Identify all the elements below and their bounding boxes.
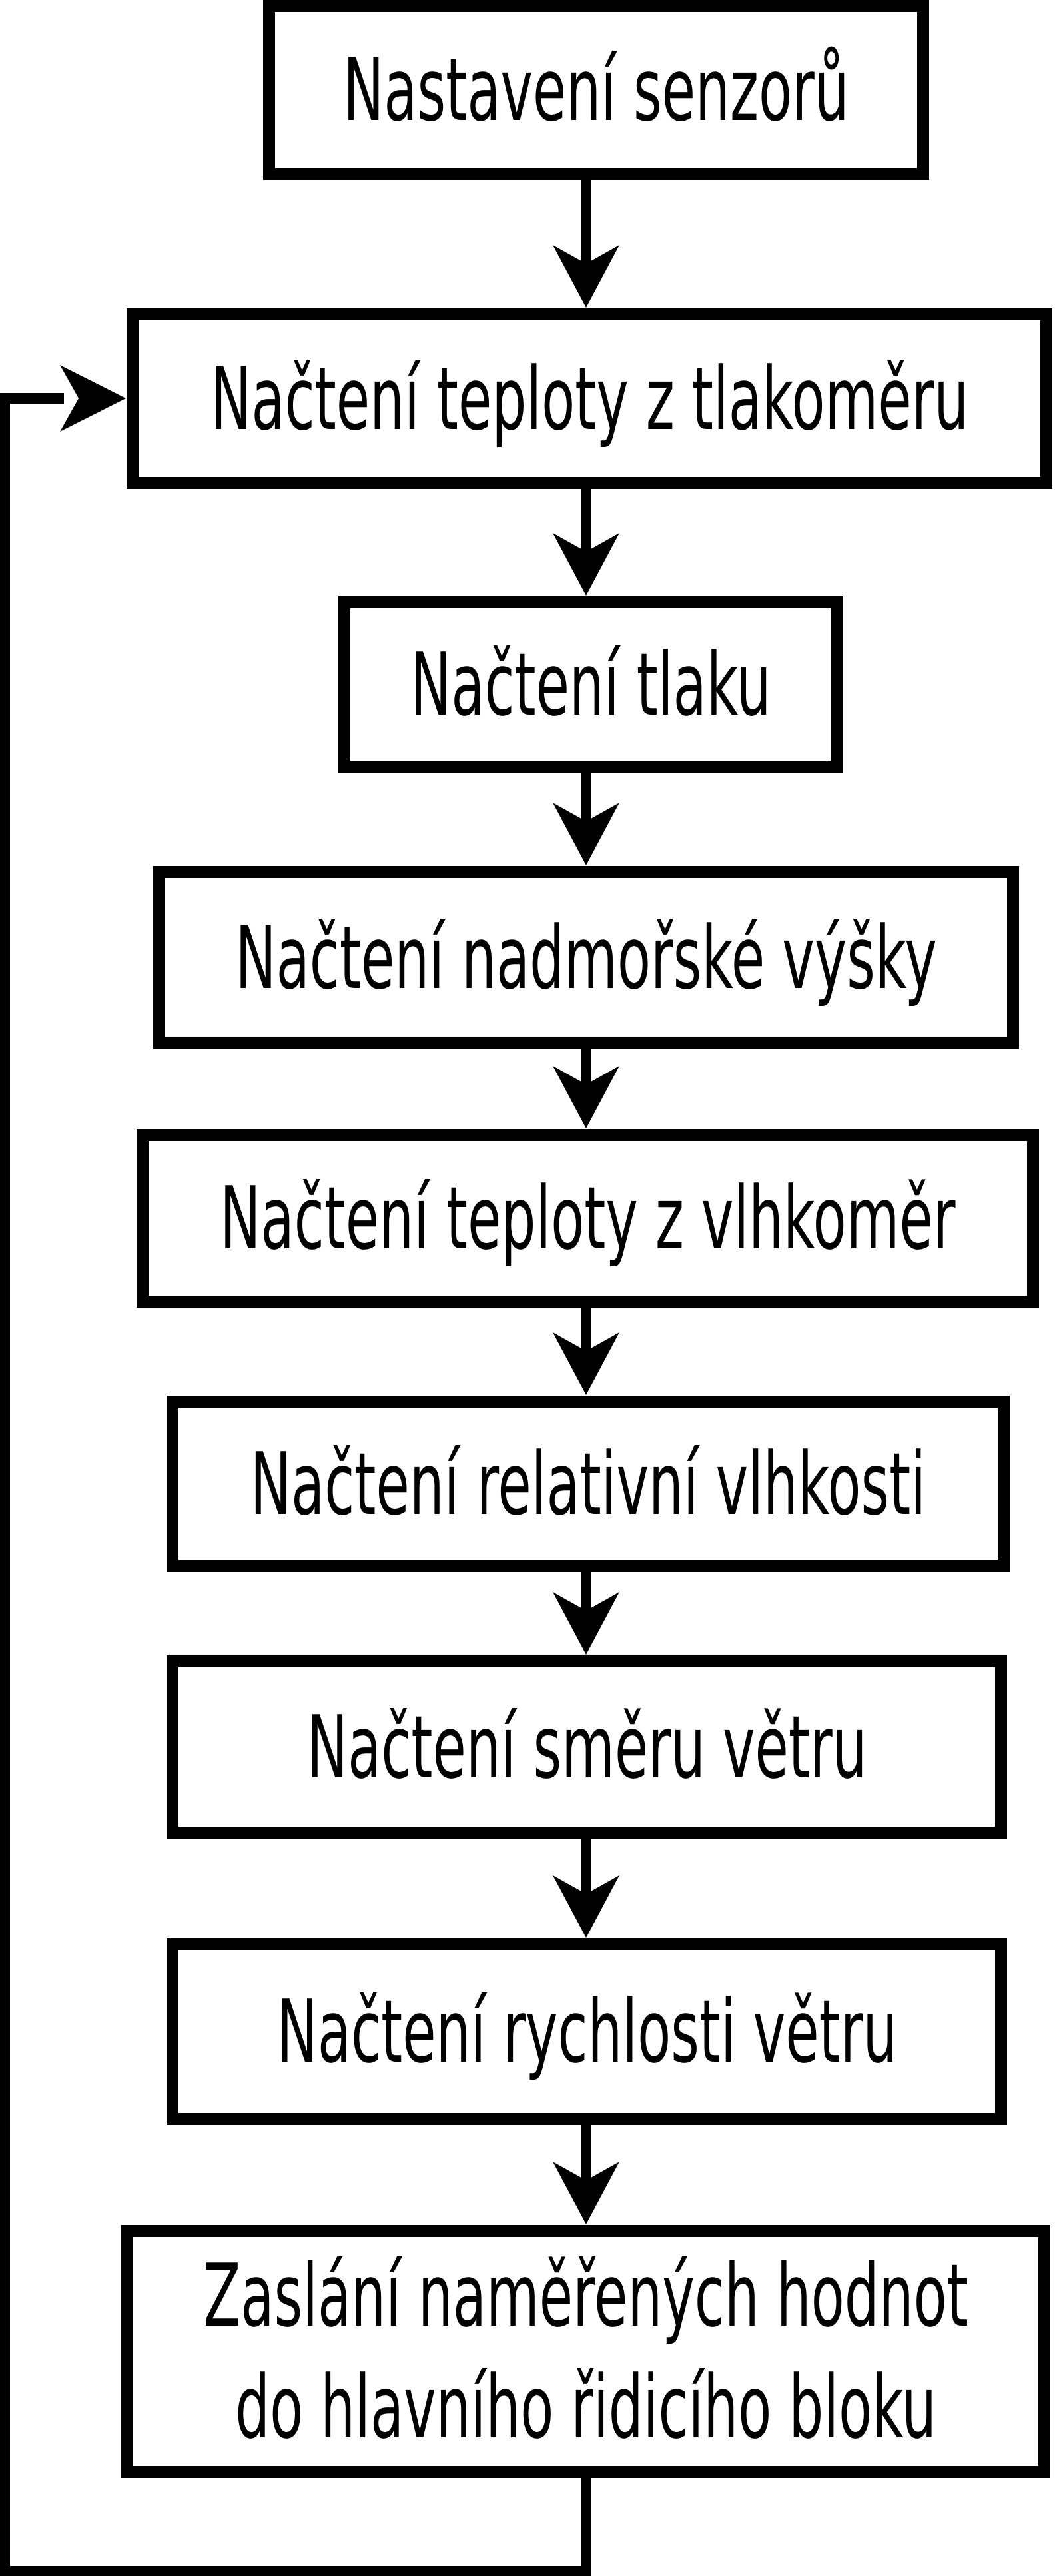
flowchart-node-read-relative-humidity: Načtení relativní vlhkosti [167,1396,1010,1572]
arrow-wind-direction-to-wind-speed [553,1837,619,1938]
node-label: Načtení relativní vlhkosti [250,1433,926,1535]
arrow-hygrometer-temp-to-humidity [553,1306,619,1395]
flowchart-node-read-wind-direction: Načtení směru větru [167,1655,1007,1839]
flowchart-node-read-pressure: Načtení tlaku [338,596,843,773]
node-label: Načtení teploty z tlakoměru [210,348,969,450]
loop-back-connector [0,365,591,2576]
flowchart-node-setup-sensors: Nastavení senzorů [263,0,929,180]
node-label: Načtení nadmořské výšky [235,907,937,1009]
flowchart-node-send-measured-values: Zaslání naměřených hodnot do hlavního ři… [121,2225,1050,2478]
node-label: Nastavení senzorů [343,39,849,141]
flowchart-node-read-wind-speed: Načtení rychlosti větru [167,1938,1007,2125]
node-label: Načtení rychlosti větru [276,1981,897,2082]
flowchart-node-read-altitude: Načtení nadmořské výšky [153,866,1019,1049]
flowchart-node-read-temperature-from-hygrometer: Načtení teploty z vlhkoměr [137,1129,1039,1308]
node-label-line-1: Zaslání naměřených hodnot [203,2245,968,2346]
node-label: Načtení tlaku [410,634,771,735]
arrow-wind-speed-to-send-values [553,2124,619,2224]
node-label-line-2: do hlavního řidicího bloku [235,2357,936,2458]
node-label: Načtení směru větru [306,1696,867,1798]
arrow-barometer-temp-to-pressure [553,488,619,596]
flowchart-node-read-temperature-from-barometer: Načtení teploty z tlakoměru [127,308,1052,489]
arrow-humidity-to-wind-direction [553,1571,619,1655]
node-label: Načtení teploty z vlhkoměr [220,1168,956,1269]
arrow-altitude-to-hygrometer-temp [553,1048,619,1128]
arrow-setup-to-barometer-temp [553,177,619,308]
arrow-pressure-to-altitude [553,771,619,865]
